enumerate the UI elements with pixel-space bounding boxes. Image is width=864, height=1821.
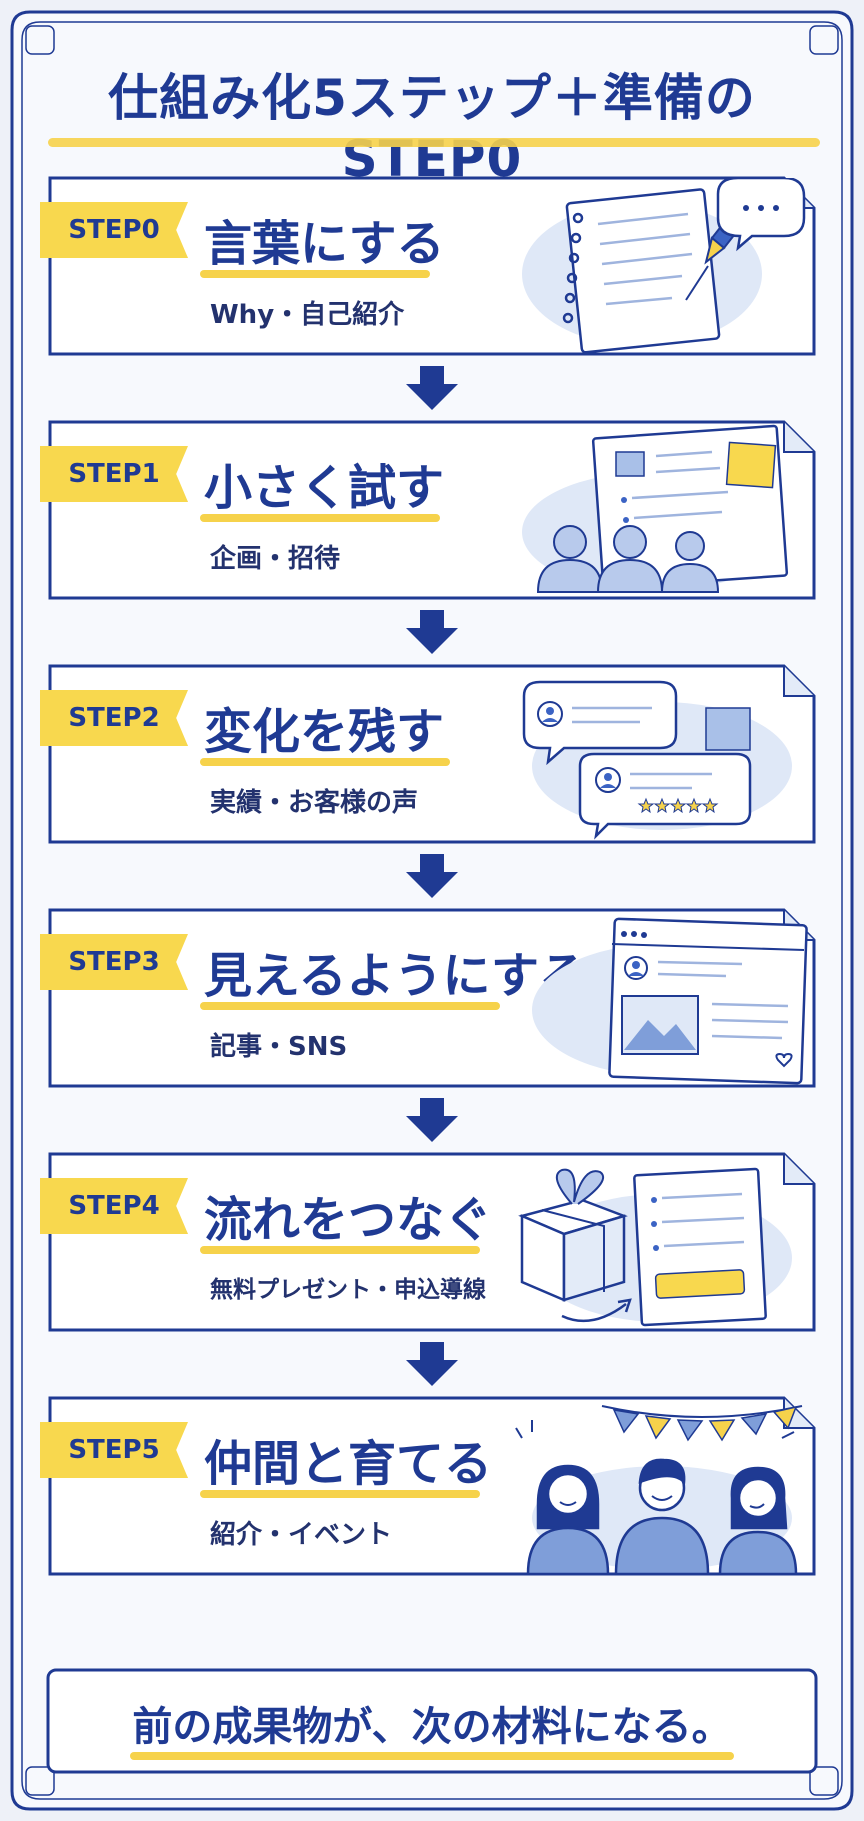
footer-background — [46, 1668, 818, 1774]
step-title: 流れをつなぐ — [204, 1192, 493, 1248]
step-title: 見えるようにする — [204, 948, 588, 1004]
step-tag: STEP4 — [40, 1178, 188, 1234]
step-title-underline — [200, 1490, 480, 1498]
step-tag: STEP2 — [40, 690, 188, 746]
people-bunting-icon — [515, 1405, 803, 1574]
step-subtitle: 無料プレゼント・申込導線 — [210, 1277, 486, 1303]
arrow-down-icon — [406, 610, 458, 654]
step-card-2: STEP2 変化を残す 実績・お客様の声 — [40, 660, 820, 848]
step-title: 言葉にする — [204, 216, 445, 272]
footer-box: 前の成果物が、次の材料になる。 — [44, 1666, 820, 1776]
step-subtitle: 実績・お客様の声 — [210, 788, 419, 818]
step-subtitle: 紹介・イベント — [210, 1520, 393, 1550]
step-tag: STEP5 — [40, 1422, 188, 1478]
step-card-1: STEP1 小さく試す 企画・招待 — [40, 416, 820, 604]
step-card-3: STEP3 見えるようにする 記事・SNS — [40, 904, 820, 1092]
step-tag: STEP0 — [40, 202, 188, 258]
gift-form-arrow-icon — [518, 1167, 792, 1327]
step-title: 小さく試す — [204, 460, 445, 516]
footer-message: 前の成果物が、次の材料になる。 — [132, 1704, 732, 1750]
arrow-down-icon — [406, 1342, 458, 1386]
step-tag: STEP1 — [40, 446, 188, 502]
step-subtitle: 記事・SNS — [210, 1032, 348, 1062]
plan-sheet-people-icon — [522, 424, 789, 593]
testimonial-bubbles-stars-icon — [522, 680, 792, 840]
page-title: 仕組み化5ステップ＋準備のSTEP0 — [108, 69, 756, 188]
step-card-4: STEP4 流れをつなぐ 無料プレゼント・申込導線 — [40, 1148, 820, 1336]
step-subtitle: 企画・招待 — [210, 544, 341, 574]
arrow-down-icon — [406, 366, 458, 410]
step-card-5: STEP5 仲間と育てる 紹介・イベント — [40, 1392, 820, 1580]
step-card-0: STEP0 言葉にする Why・自己紹介 — [40, 172, 820, 360]
step-title-underline — [200, 1002, 500, 1010]
step-tag: STEP3 — [40, 934, 188, 990]
step-title-underline — [200, 758, 450, 766]
step-title-underline — [200, 1246, 480, 1254]
step-title-underline — [200, 514, 440, 522]
notebook-pen-speech-bubble-icon — [522, 178, 806, 354]
title-underline — [48, 138, 820, 147]
browser-article-icon — [532, 917, 808, 1085]
arrow-down-icon — [406, 854, 458, 898]
step-title-underline — [200, 270, 430, 278]
arrow-down-icon — [406, 1098, 458, 1142]
footer-underline — [130, 1752, 734, 1760]
step-subtitle: Why・自己紹介 — [210, 300, 405, 330]
step-title: 変化を残す — [204, 704, 445, 760]
step-title: 仲間と育てる — [204, 1436, 493, 1492]
